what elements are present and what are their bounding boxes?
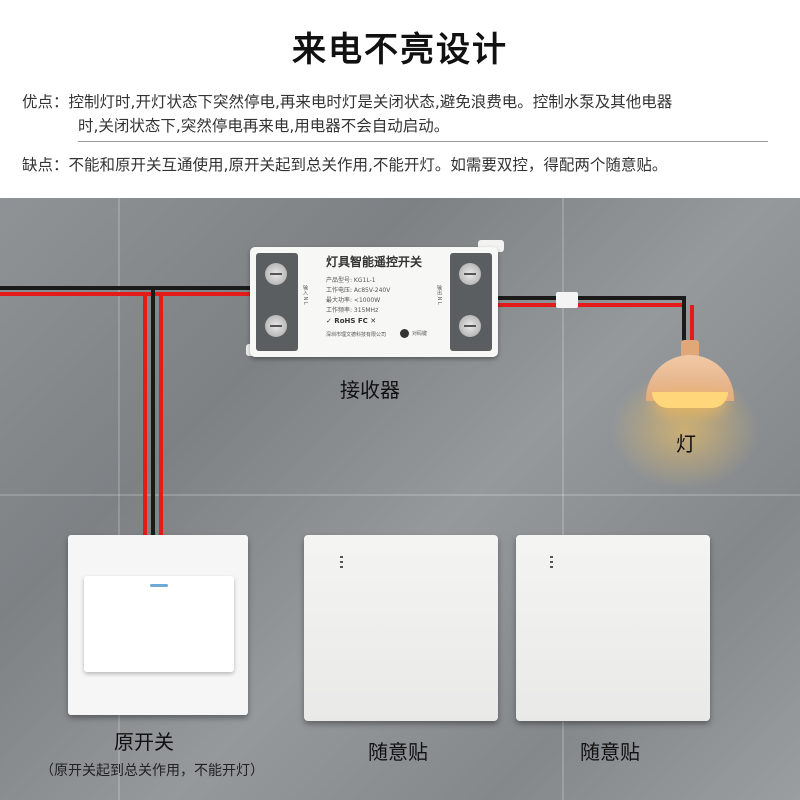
red-wire-lamp: [690, 305, 694, 344]
receiver-spec-power: 最大功率: <1000W: [326, 297, 381, 304]
receiver-spec-model: 产品型号: KG1L-1: [326, 277, 376, 284]
advantages-text-2: 时,关闭状态下,突然停电再来电,用电器不会自动启动。: [78, 117, 450, 135]
advantages-text-1: 控制灯时,开灯状态下突然停电,再来电时灯是关闭状态,避免浪费电。控制水泵及其他电…: [68, 93, 673, 111]
sticker-switch-2-dots: [550, 556, 553, 568]
certification-icons: ✓ RoHS FC ✕: [326, 317, 377, 325]
screw-icon: [459, 263, 481, 285]
wire-connector: [556, 292, 578, 308]
lamp-bulb: [652, 392, 728, 408]
sticker-switch-1-dots: [340, 556, 343, 568]
pair-button: [400, 329, 409, 338]
page-title: 来电不亮设计: [292, 30, 508, 70]
sticker-switch-1-caption: 随意贴: [368, 740, 428, 764]
disadvantages-text: 不能和原开关互通使用,原开关起到总关作用,不能开灯。如需要双控，得配两个随意贴。: [68, 156, 668, 174]
disadvantages-line: 缺点：不能和原开关互通使用,原开关起到总关作用,不能开灯。如需要双控，得配两个随…: [22, 153, 667, 177]
lamp-cap: [681, 340, 699, 358]
red-wire-left: [0, 292, 252, 296]
divider: [78, 141, 768, 142]
sticker-switch-2-caption: 随意贴: [580, 740, 640, 764]
terminal-block-left: [256, 253, 298, 351]
input-terminal-label: 输入 N L: [302, 285, 308, 305]
lamp-caption: 灯: [676, 432, 696, 456]
red-wire-down-2: [159, 294, 163, 538]
receiver-title: 灯具智能遥控开关: [325, 255, 422, 269]
terminal-block-right: [450, 253, 492, 351]
black-wire-left: [0, 286, 252, 290]
receiver-spec-frequency: 工作频率: 315MHz: [326, 307, 379, 314]
black-wire-right: [496, 296, 686, 300]
screw-icon: [265, 315, 287, 337]
black-wire-lamp: [682, 298, 686, 344]
tile-seam: [118, 198, 120, 800]
original-switch-caption: 原开关: [114, 730, 174, 754]
advantages-line-1: 优点：控制灯时,开灯状态下突然停电,再来电时灯是关闭状态,避免浪费电。控制水泵及…: [22, 90, 672, 114]
pair-button-label: 对码键: [412, 331, 428, 337]
sticker-switch-2: [516, 535, 710, 721]
original-switch-rocker: [84, 576, 234, 672]
disadvantages-prefix: 缺点：: [22, 156, 69, 174]
receiver-module: 输入 N L 输出 N L 灯具智能遥控开关 产品型号: KG1L-1 工作电压…: [250, 247, 498, 357]
red-wire-right: [496, 303, 686, 307]
black-wire-down: [151, 288, 155, 538]
receiver-spec-voltage: 工作电压: Ac85V-240V: [326, 287, 391, 294]
receiver-caption: 接收器: [340, 378, 400, 402]
output-terminal-label: 输出 N L: [436, 285, 442, 305]
tile-seam: [0, 494, 800, 496]
tile-seam: [562, 198, 564, 800]
screw-icon: [459, 315, 481, 337]
switch-indicator-led: [150, 584, 168, 587]
red-wire-down-1: [143, 294, 147, 538]
advantages-prefix: 优点：: [22, 93, 69, 111]
sticker-switch-1: [304, 535, 498, 721]
original-switch-note: （原开关起到总关作用，不能开灯）: [40, 763, 264, 779]
screw-icon: [265, 263, 287, 285]
receiver-company: 深圳市理文德科技有限公司: [326, 332, 387, 338]
